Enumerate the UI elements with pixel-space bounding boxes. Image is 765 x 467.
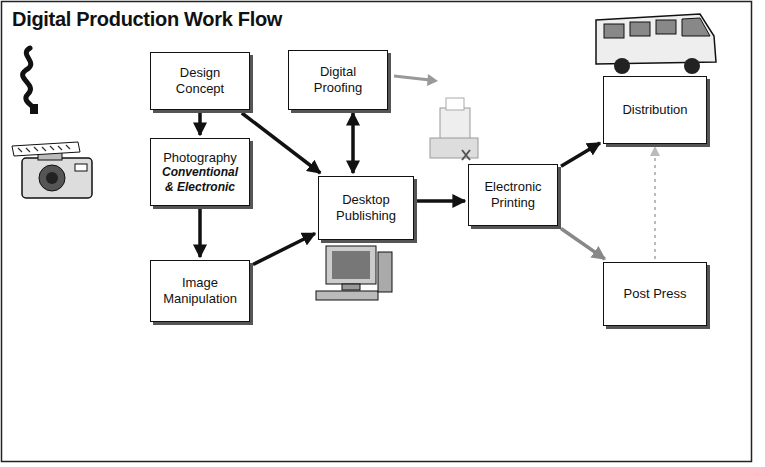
diagram-title: Digital Production Work Flow xyxy=(12,8,282,31)
box-label: Distribution xyxy=(622,102,687,118)
box-label: Photography xyxy=(163,150,237,166)
process-box: Electronic Printing xyxy=(468,164,558,226)
flow-arrow xyxy=(654,147,656,259)
flow-arrow xyxy=(417,199,465,203)
process-box: Image Manipulation xyxy=(150,260,250,322)
box-label: Post Press xyxy=(624,286,687,302)
flow-arrow xyxy=(242,113,320,173)
computer-icon xyxy=(316,246,392,300)
process-box: Distribution xyxy=(603,76,707,144)
box-label: Digital Proofing xyxy=(295,64,381,95)
proof-arrow xyxy=(394,74,438,86)
process-box: PhotographyConventional & Electronic xyxy=(150,138,250,206)
box-label: Design Concept xyxy=(157,65,243,96)
flow-arrow xyxy=(351,113,355,173)
process-box: Digital Proofing xyxy=(288,50,388,110)
flow-arrow xyxy=(198,113,202,135)
camera-icon xyxy=(12,142,92,198)
flow-arrow xyxy=(253,234,315,265)
printer-icon xyxy=(430,98,478,160)
process-box: Design Concept xyxy=(150,52,250,110)
van-icon xyxy=(596,14,716,74)
process-box: Desktop Publishing xyxy=(318,176,414,240)
process-box: Post Press xyxy=(603,262,707,326)
box-label: Electronic Printing xyxy=(475,179,551,210)
box-label: Desktop Publishing xyxy=(325,192,407,223)
flow-arrow xyxy=(561,143,600,166)
frame xyxy=(2,2,752,462)
flow-arrow xyxy=(198,209,202,257)
box-subtitle: Conventional & Electronic xyxy=(157,165,243,194)
squiggle-icon xyxy=(23,48,38,114)
flow-arrow xyxy=(561,228,605,259)
box-label: Image Manipulation xyxy=(157,275,243,306)
